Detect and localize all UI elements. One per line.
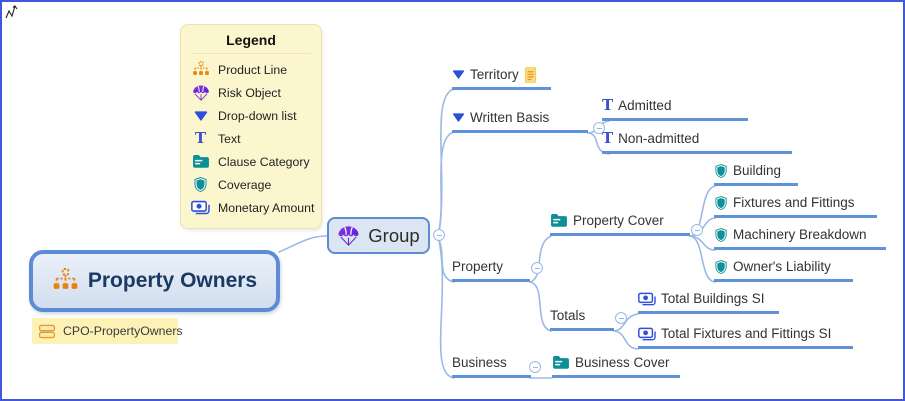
product-code-label: CPO-PropertyOwners xyxy=(63,324,183,338)
product-line-icon xyxy=(52,267,79,295)
node-territory-label: Territory xyxy=(470,67,519,82)
text-icon: T xyxy=(602,129,614,147)
node-business[interactable]: Business xyxy=(452,354,531,378)
legend-panel: Legend Product Line xyxy=(180,24,322,229)
node-group-label: Group xyxy=(368,224,420,246)
coverage-icon xyxy=(714,195,728,211)
node-machinery-breakdown[interactable]: Machinery Breakdown xyxy=(714,226,886,250)
node-admitted-label: Admitted xyxy=(618,98,672,113)
node-written-basis-label: Written Basis xyxy=(470,110,550,125)
legend-item-dropdown: Drop-down list xyxy=(191,104,311,127)
coverage-icon xyxy=(714,163,728,179)
legend-item-label: Clause Category xyxy=(218,154,310,169)
node-non-admitted[interactable]: T Non-admitted xyxy=(602,130,792,154)
root-node-property-owners[interactable]: Property Owners xyxy=(29,250,280,312)
node-property-label: Property xyxy=(452,259,504,274)
clause-category-icon xyxy=(550,213,568,228)
legend-item-clause-category: Clause Category xyxy=(191,150,311,173)
text-icon: T xyxy=(602,96,614,114)
monetary-amount-icon xyxy=(638,327,656,341)
monetary-amount-icon xyxy=(191,200,210,215)
node-fixtures-and-fittings-label: Fixtures and Fittings xyxy=(733,195,855,210)
node-fixtures-and-fittings[interactable]: Fixtures and Fittings xyxy=(714,194,877,218)
dropdown-icon xyxy=(452,113,465,122)
legend-item-coverage: Coverage xyxy=(191,173,311,196)
node-admitted[interactable]: T Admitted xyxy=(602,97,748,121)
cursor-artifact xyxy=(5,4,18,19)
collapse-toggle-property[interactable] xyxy=(531,262,543,274)
node-totals-label: Totals xyxy=(550,308,586,323)
risk-object-icon xyxy=(191,84,210,102)
legend-item-monetary-amount: Monetary Amount xyxy=(191,196,315,219)
legend-item-label: Coverage xyxy=(218,177,272,192)
legend-item-label: Product Line xyxy=(218,62,288,77)
node-total-fixtures-and-fittings-si[interactable]: Total Fixtures and Fittings SI xyxy=(638,325,853,349)
clause-list-icon xyxy=(38,324,56,339)
node-business-cover[interactable]: Business Cover xyxy=(552,354,680,378)
legend-item-label: Text xyxy=(218,131,241,146)
node-owners-liability[interactable]: Owner's Liability xyxy=(714,258,853,282)
node-total-buildings-si[interactable]: Total Buildings SI xyxy=(638,290,779,314)
node-building[interactable]: Building xyxy=(714,162,798,186)
legend-item-label: Risk Object xyxy=(218,85,281,100)
root-node-label: Property Owners xyxy=(87,269,258,292)
coverage-icon xyxy=(714,227,728,243)
node-totals[interactable]: Totals xyxy=(550,307,614,331)
node-property-cover-label: Property Cover xyxy=(573,213,664,228)
text-icon: T xyxy=(194,129,207,147)
legend-item-text: T Text xyxy=(191,127,311,150)
node-group[interactable]: Group xyxy=(327,217,430,254)
legend-title: Legend xyxy=(226,32,276,48)
clause-category-icon xyxy=(191,154,210,169)
dropdown-icon xyxy=(452,70,465,79)
product-code-chip[interactable]: CPO-PropertyOwners xyxy=(32,318,183,344)
clause-category-icon xyxy=(552,355,570,370)
node-business-cover-label: Business Cover xyxy=(575,355,670,370)
legend-item-risk-object: Risk Object xyxy=(191,81,311,104)
legend-item-product-line: Product Line xyxy=(191,58,311,81)
collapse-toggle-business[interactable] xyxy=(529,361,541,373)
coverage-icon xyxy=(714,259,728,275)
node-owners-liability-label: Owner's Liability xyxy=(733,259,831,274)
collapse-toggle-property-cover[interactable] xyxy=(691,224,703,236)
node-total-buildings-si-label: Total Buildings SI xyxy=(661,291,765,306)
legend-item-label: Drop-down list xyxy=(218,108,297,123)
node-total-fixtures-and-fittings-si-label: Total Fixtures and Fittings SI xyxy=(661,326,832,341)
node-property[interactable]: Property xyxy=(452,258,530,282)
risk-object-icon xyxy=(337,225,360,247)
legend-divider xyxy=(191,53,311,54)
node-machinery-breakdown-label: Machinery Breakdown xyxy=(733,227,867,242)
collapse-toggle-group[interactable] xyxy=(433,229,445,241)
note-icon xyxy=(524,66,537,83)
monetary-amount-icon xyxy=(638,292,656,306)
node-business-label: Business xyxy=(452,355,507,370)
node-building-label: Building xyxy=(733,163,782,178)
node-written-basis[interactable]: Written Basis xyxy=(452,109,588,133)
collapse-toggle-written-basis[interactable] xyxy=(593,122,605,134)
legend-item-label: Monetary Amount xyxy=(218,200,315,215)
collapse-toggle-totals[interactable] xyxy=(615,312,627,324)
coverage-icon xyxy=(191,176,210,193)
node-territory[interactable]: Territory xyxy=(452,66,551,90)
product-line-icon xyxy=(191,60,210,79)
dropdown-icon xyxy=(191,110,210,121)
node-property-cover[interactable]: Property Cover xyxy=(550,212,690,236)
node-non-admitted-label: Non-admitted xyxy=(618,131,700,146)
